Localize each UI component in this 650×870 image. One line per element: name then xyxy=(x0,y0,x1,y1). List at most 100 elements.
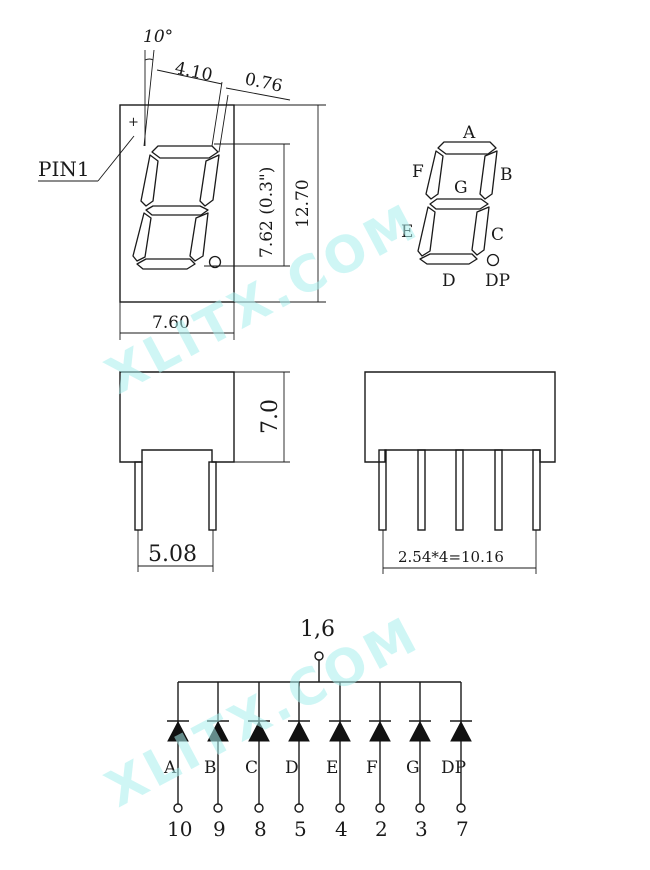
diode-symbol xyxy=(450,720,472,742)
bottom-pin-5 xyxy=(532,449,541,531)
pin-number: 3 xyxy=(415,817,428,841)
map-segment-f xyxy=(425,150,444,200)
pin-terminal xyxy=(213,803,223,813)
dim-side-height: 7.0 xyxy=(258,399,283,434)
diode-symbol xyxy=(248,720,270,742)
segment-label: D xyxy=(285,758,299,778)
segment-label: E xyxy=(326,758,338,778)
map-label-b: B xyxy=(500,165,513,185)
map-label-f: F xyxy=(412,162,424,182)
segment-map: A B C D E F G DP xyxy=(401,123,513,291)
angle-arc xyxy=(144,58,154,61)
dim-segment-width: 4.10 xyxy=(173,58,214,85)
watermark-bottom: XLITX.COM xyxy=(96,605,428,818)
map-segment-a xyxy=(437,141,497,155)
segment-label: B xyxy=(204,758,217,778)
map-label-c: C xyxy=(491,225,504,245)
map-label-e: E xyxy=(401,222,413,242)
pin-number: 4 xyxy=(335,817,348,841)
slant-extension-left xyxy=(143,49,155,147)
map-label-dp: DP xyxy=(485,271,510,291)
front-segment-c xyxy=(189,212,209,262)
front-segment-dp xyxy=(208,255,222,269)
channel-a: A 10 xyxy=(163,682,192,841)
dim-body-height: 12.70 xyxy=(293,179,313,228)
pin1-leader xyxy=(97,135,135,182)
front-segment-f xyxy=(140,154,159,207)
side-pin-left xyxy=(134,461,143,531)
front-body-outline xyxy=(119,104,235,303)
bottom-pin-4 xyxy=(494,449,503,531)
common-pins-label: 1,6 xyxy=(300,617,335,642)
bottom-body-outline xyxy=(364,371,556,463)
pin-number: 5 xyxy=(294,817,307,841)
map-segment-b xyxy=(479,150,498,200)
map-label-a: A xyxy=(462,123,476,143)
pin-terminal xyxy=(173,803,183,813)
map-label-d: D xyxy=(442,271,456,291)
segment-label: DP xyxy=(441,758,466,778)
angle-label: 10° xyxy=(143,27,173,47)
dim-pin-spacing: 5.08 xyxy=(148,542,197,567)
bottom-pin-1 xyxy=(378,449,387,531)
pin-terminal xyxy=(294,803,304,813)
pin-number: 7 xyxy=(456,817,469,841)
side-pin-right xyxy=(208,461,217,531)
pin-number: 8 xyxy=(254,817,267,841)
dim-pin-pitch: 2.54*4=10.16 xyxy=(398,548,504,566)
segment-label: F xyxy=(366,758,378,778)
segment-label: A xyxy=(163,758,177,778)
bottom-view: 2.54*4=10.16 xyxy=(364,371,556,574)
dim-line-stroke xyxy=(225,87,291,101)
slant-extension-right xyxy=(211,81,223,147)
pin-terminal xyxy=(456,803,466,813)
channel-c: C8 xyxy=(245,682,270,841)
dim-body-width: 7.60 xyxy=(152,313,190,333)
map-segment-c xyxy=(471,206,490,256)
front-segment-g xyxy=(145,205,209,216)
diode-symbol xyxy=(409,720,431,742)
pin-terminal xyxy=(254,803,264,813)
side-view: 7.0 5.08 xyxy=(119,371,290,572)
channel-d: D5 xyxy=(285,682,310,841)
front-segment-e xyxy=(132,212,152,262)
channel-dp: DP 7 xyxy=(441,682,472,841)
pin1-label: PIN1 xyxy=(38,157,90,181)
pin-number: 9 xyxy=(213,817,226,841)
diode-symbol xyxy=(288,720,310,742)
slant-extension-stroke xyxy=(218,94,229,153)
pin-terminal xyxy=(415,803,425,813)
bottom-pin-2 xyxy=(417,449,426,531)
channel-b: B9 xyxy=(204,682,229,841)
diode-symbol xyxy=(207,720,229,742)
dim-digit-height: 7.62 (0.3") xyxy=(257,167,277,258)
pin-number: 10 xyxy=(167,817,192,841)
dim-line-segment-width xyxy=(156,69,223,85)
front-view: + 10° 4.10 0.76 7.62 (0.3") 12.70 7.60 P… xyxy=(38,27,326,340)
channel-f: F2 xyxy=(366,682,391,841)
front-segment-a xyxy=(151,145,219,159)
map-label-g: G xyxy=(454,178,468,198)
bottom-pin-3 xyxy=(455,449,464,531)
map-segment-dp xyxy=(486,253,500,267)
pin-terminal xyxy=(335,803,345,813)
pin-number: 2 xyxy=(375,817,388,841)
pin-terminal xyxy=(375,803,385,813)
channel-e: E4 xyxy=(326,682,351,841)
map-segment-d xyxy=(419,253,478,265)
map-segment-e xyxy=(417,206,436,257)
front-segment-b xyxy=(199,154,220,207)
channel-g: G3 xyxy=(406,682,431,841)
map-segment-g xyxy=(429,198,489,210)
diode-symbol xyxy=(167,720,189,742)
segment-label: C xyxy=(245,758,258,778)
pin1-mark: + xyxy=(128,115,139,130)
diode-symbol xyxy=(369,720,391,742)
front-segment-d xyxy=(136,258,196,270)
diode-symbol xyxy=(329,720,351,742)
side-body-outline xyxy=(119,371,235,463)
segment-label: G xyxy=(406,758,420,778)
